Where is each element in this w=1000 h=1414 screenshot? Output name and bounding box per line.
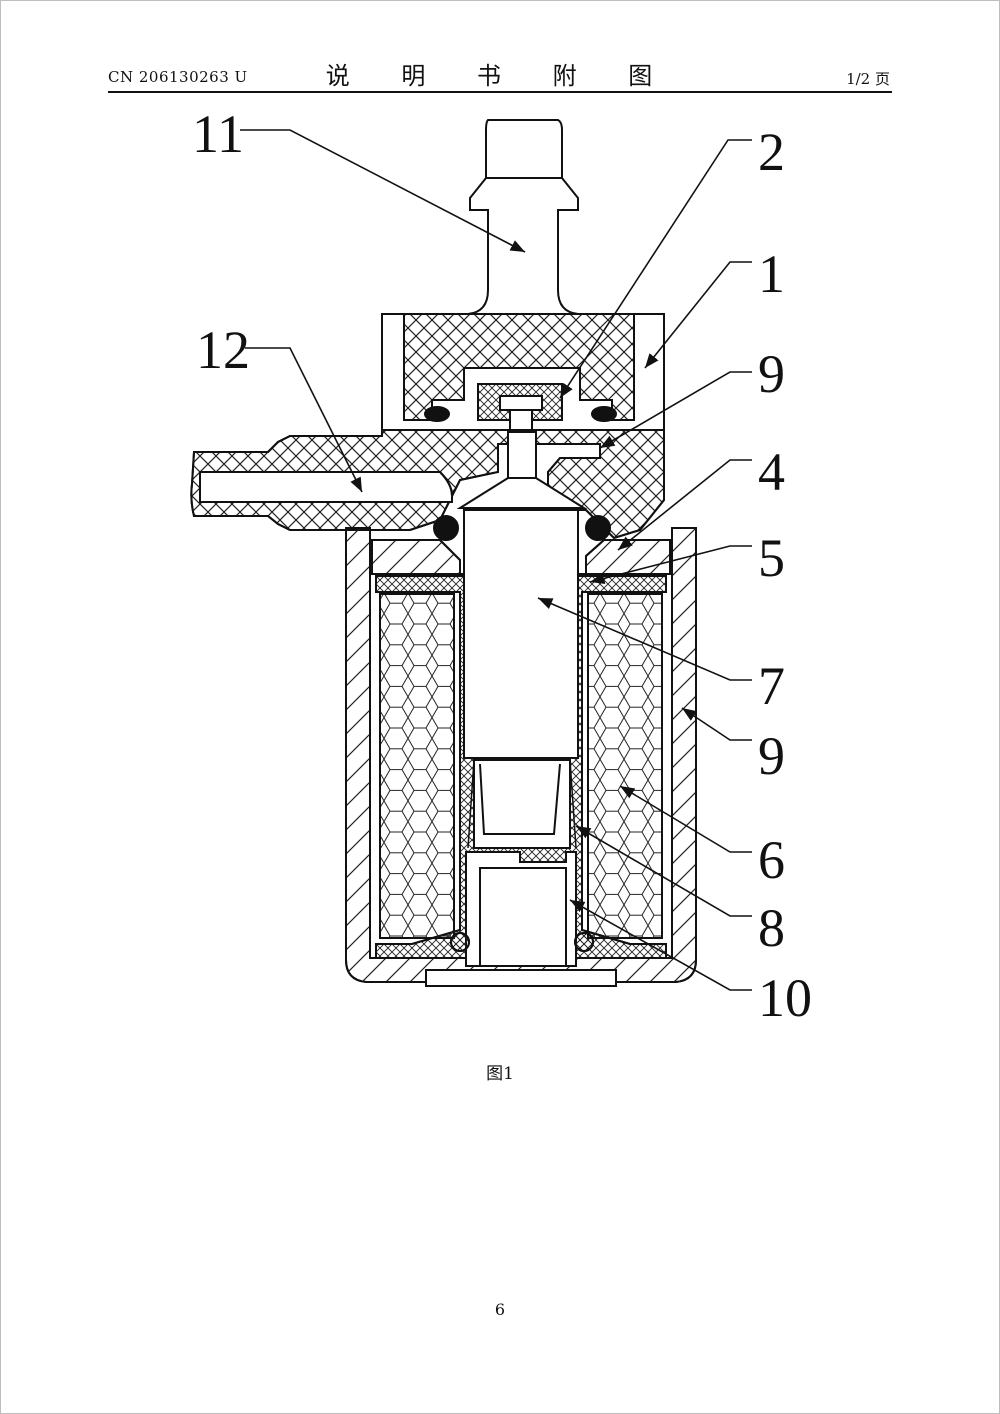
static-core xyxy=(465,851,577,967)
label-10: 10 xyxy=(758,968,812,1028)
plunger xyxy=(463,509,579,759)
outer-shell xyxy=(345,527,697,987)
page-title: 说 明 书 附 图 xyxy=(325,62,675,90)
label-5: 5 xyxy=(758,528,785,588)
o-ring-left xyxy=(433,515,459,541)
label-7: 7 xyxy=(758,656,785,716)
label-1: 1 xyxy=(758,244,785,304)
label-9-upper: 9 xyxy=(758,344,785,404)
page-number: 6 xyxy=(494,1300,506,1319)
o-ring-top-right xyxy=(591,406,617,422)
label-6: 6 xyxy=(758,830,785,890)
header-rule xyxy=(108,91,892,93)
label-8: 8 xyxy=(758,898,785,958)
label-9-lower: 9 xyxy=(758,726,785,786)
o-ring-top-left xyxy=(424,406,450,422)
armature-stem xyxy=(456,431,588,509)
label-12: 12 xyxy=(196,320,250,380)
middle-body xyxy=(190,429,665,540)
patent-number: CN 206130263 U xyxy=(108,68,248,86)
leader-lines xyxy=(240,129,752,991)
o-ring-right xyxy=(585,515,611,541)
label-4: 4 xyxy=(758,442,785,502)
label-2: 2 xyxy=(758,122,785,182)
top-nozzle xyxy=(445,119,601,331)
coil-winding xyxy=(379,593,663,939)
label-11: 11 xyxy=(192,104,244,164)
valve-seal-cup xyxy=(477,383,563,433)
page-indicator: 1/2 页 xyxy=(846,70,890,88)
spring xyxy=(467,759,577,849)
figure-caption: 图1 xyxy=(486,1064,514,1084)
drawing-body xyxy=(190,119,697,987)
